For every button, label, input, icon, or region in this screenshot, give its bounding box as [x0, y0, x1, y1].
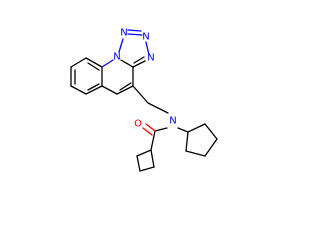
carbonyl-oxygen-label: O [134, 119, 142, 130]
bond [204, 138, 218, 157]
bond [132, 85, 149, 104]
bond [185, 131, 189, 152]
double-bond [127, 29, 142, 32]
double-bond [142, 127, 153, 136]
bond [101, 85, 118, 95]
bond [85, 57, 103, 68]
amide-side-chain [132, 85, 169, 151]
tetrazole-nitrogen-label: N [120, 28, 127, 39]
cyclopentyl-ring [177, 123, 218, 157]
bond [70, 57, 87, 68]
bond [70, 85, 87, 95]
bond [150, 149, 155, 168]
molecule-structure: N O N N N N [70, 28, 218, 172]
bond [119, 82, 132, 91]
double-bond-inner [87, 62, 100, 71]
bond [136, 149, 152, 157]
bond [127, 33, 143, 36]
double-bond [145, 123, 156, 132]
bond [150, 130, 156, 151]
structure-canvas: N O N N N N [70, 27, 218, 172]
bond [154, 127, 168, 132]
bond [187, 123, 206, 133]
bond [116, 85, 134, 95]
tetrazole-nitrogen-label: N [142, 32, 149, 43]
bond [204, 123, 218, 140]
bond [147, 102, 169, 114]
bond [132, 60, 146, 68]
tetrazole-ring [118, 29, 150, 68]
atom-labels: N O N N N N [113, 28, 176, 130]
amide-nitrogen-label: N [169, 116, 176, 127]
cyclobutyl-ring [136, 149, 155, 172]
pyridine-ring [101, 59, 134, 95]
ring-nitrogen-label: N [113, 52, 120, 63]
bond [185, 150, 206, 157]
benzene-ring [70, 57, 103, 95]
double-bond-inner [87, 83, 100, 91]
double-bond [133, 56, 145, 64]
bond [145, 41, 150, 56]
bond [101, 59, 114, 68]
bond [177, 127, 189, 133]
bond [118, 38, 124, 53]
bond [120, 59, 134, 68]
bond [85, 85, 103, 95]
bond [139, 166, 155, 172]
bond [136, 155, 141, 172]
tetrazole-nitrogen-label: N [147, 53, 154, 64]
